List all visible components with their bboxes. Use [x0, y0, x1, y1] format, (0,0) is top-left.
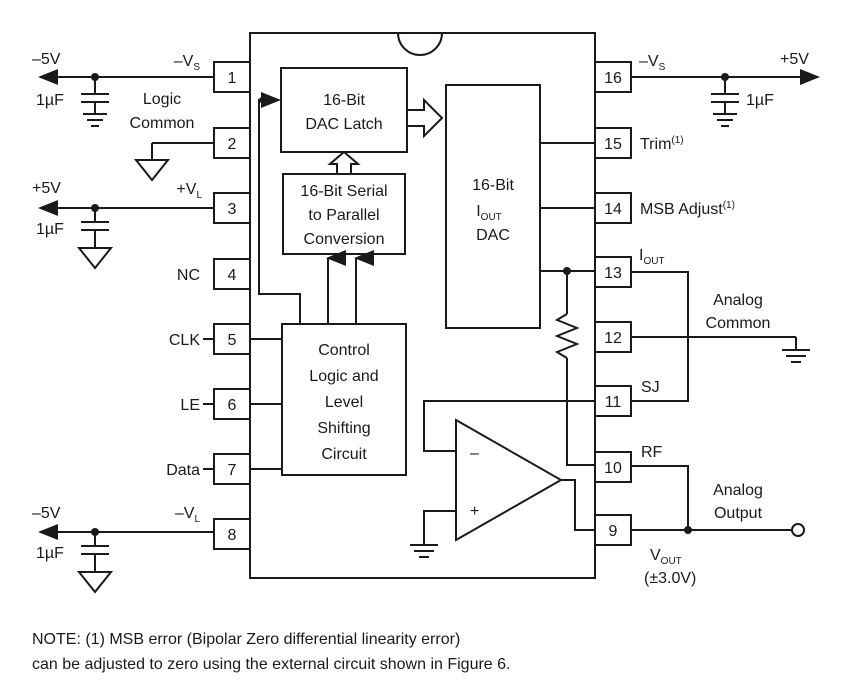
left-pin-boxes [213, 61, 251, 550]
right-pin-numbers: 16 15 14 13 12 11 10 9 [604, 70, 622, 540]
pin-number: 6 [228, 397, 237, 414]
pin6-name: LE [180, 397, 200, 414]
control-to-latch-line [258, 92, 301, 324]
pin4-name: NC [177, 267, 200, 284]
right-pin-boxes [594, 61, 632, 546]
pin2-name-line2: Common [130, 115, 195, 132]
left-pin-numbers: 1 2 3 4 5 6 7 8 [228, 70, 237, 544]
cap-label: 1µF [746, 92, 774, 109]
pin7-name: Data [166, 462, 200, 479]
block-label: 16-Bit [323, 92, 365, 109]
analog-common-label: Common [706, 315, 771, 332]
pin-number: 10 [604, 460, 622, 477]
pin-number: 4 [228, 267, 237, 284]
pin2-name: Logic [143, 91, 181, 108]
output-terminal [791, 523, 805, 537]
block-label: Logic and [309, 368, 378, 385]
internal-pin-stubs [540, 142, 595, 209]
pin1-name: –VS [174, 53, 201, 73]
pin-number: 9 [609, 523, 618, 540]
pin1-supply: –5V 1µF [32, 51, 214, 127]
vout-label: VOUT [650, 547, 682, 567]
pin2-ground [133, 142, 214, 182]
pin16-supply: +5V 1µF [631, 51, 820, 127]
serial-block: 16-Bit Serial to Parallel Conversion [282, 173, 406, 255]
supply-label: +5V [32, 180, 61, 197]
block-label: Circuit [321, 446, 367, 463]
analog-output-label: Analog [713, 482, 763, 499]
block-label: Level [325, 394, 363, 411]
pin-number: 2 [228, 136, 237, 153]
pin13-name: IOUT [639, 247, 665, 267]
supply-label: +5V [780, 51, 809, 68]
control-block: Control Logic and Level Shifting Circuit [281, 323, 407, 476]
pin-number: 16 [604, 70, 622, 87]
analog-common-label: Analog [713, 292, 763, 309]
pin16-name: –VS [639, 53, 666, 73]
block-label: 16-Bit [472, 177, 514, 194]
block-label: DAC [476, 227, 510, 244]
pin-number: 7 [228, 462, 237, 479]
pin-number: 13 [604, 265, 622, 282]
op-amp-wiring [410, 400, 595, 558]
pin15-name: Trim(1) [640, 135, 684, 153]
cap-label: 1µF [36, 545, 64, 562]
block-label: 16-Bit Serial [300, 183, 387, 200]
block-label: to Parallel [308, 207, 379, 224]
block-label: IOUT [476, 203, 502, 223]
pin5-name: CLK [169, 332, 200, 349]
block-label: DAC Latch [305, 116, 382, 133]
pin8-supply: –5V 1µF [32, 505, 214, 594]
pin-box-12 [594, 321, 632, 353]
dac-block: 16-Bit IOUT DAC [445, 84, 541, 329]
block-label: Control [318, 342, 370, 359]
pin10-name: RF [641, 444, 663, 461]
pin-number: 8 [228, 527, 237, 544]
footnote: NOTE: (1) MSB error (Bipolar Zero differ… [32, 627, 832, 677]
pin-box-10 [594, 451, 632, 483]
pin-number: 1 [228, 70, 237, 87]
pin-box-4 [213, 258, 251, 290]
cap-label: 1µF [36, 92, 64, 109]
dac-latch-block: 16-Bit DAC Latch [280, 67, 408, 153]
pin-box-8 [213, 518, 251, 550]
pin-number: 5 [228, 332, 237, 349]
block-label: Conversion [304, 231, 385, 248]
pin14-name: MSB Adjust(1) [640, 200, 735, 218]
pin-number: 3 [228, 201, 237, 218]
feedback-resistor [540, 267, 595, 466]
junction-dot [259, 97, 265, 103]
analog-common-ground [631, 336, 810, 363]
pin3-name: +VL [176, 181, 202, 201]
supply-label: –5V [32, 51, 61, 68]
cap-label: 1µF [36, 221, 64, 238]
latch-to-dac-arrow [406, 97, 444, 139]
footnote-line: can be adjusted to zero using the extern… [32, 656, 511, 673]
control-inputs [250, 338, 282, 470]
footnote-line: NOTE: (1) MSB error (Bipolar Zero differ… [32, 631, 461, 648]
block-label: Shifting [317, 420, 370, 437]
op-amp-plus: + [470, 503, 479, 520]
pin3-supply: +5V 1µF [32, 180, 214, 270]
pin-number: 12 [604, 330, 622, 347]
op-amp: – + [455, 418, 564, 542]
pin-number: 14 [604, 201, 622, 218]
vout-range: (±3.0V) [644, 570, 696, 587]
pin-number: 11 [605, 394, 622, 411]
pin-box-3 [213, 192, 251, 224]
pin8-name: –VL [175, 505, 201, 525]
analog-output-label: Output [714, 505, 763, 522]
pin11-name: SJ [641, 379, 660, 396]
pin1-notch [397, 32, 443, 56]
serial-to-latch-arrow [327, 150, 361, 175]
op-amp-minus: – [470, 445, 479, 462]
pin-box-9 [594, 514, 632, 546]
analog-output-wiring [631, 465, 805, 537]
pin-number: 15 [604, 136, 622, 153]
supply-label: –5V [32, 505, 61, 522]
